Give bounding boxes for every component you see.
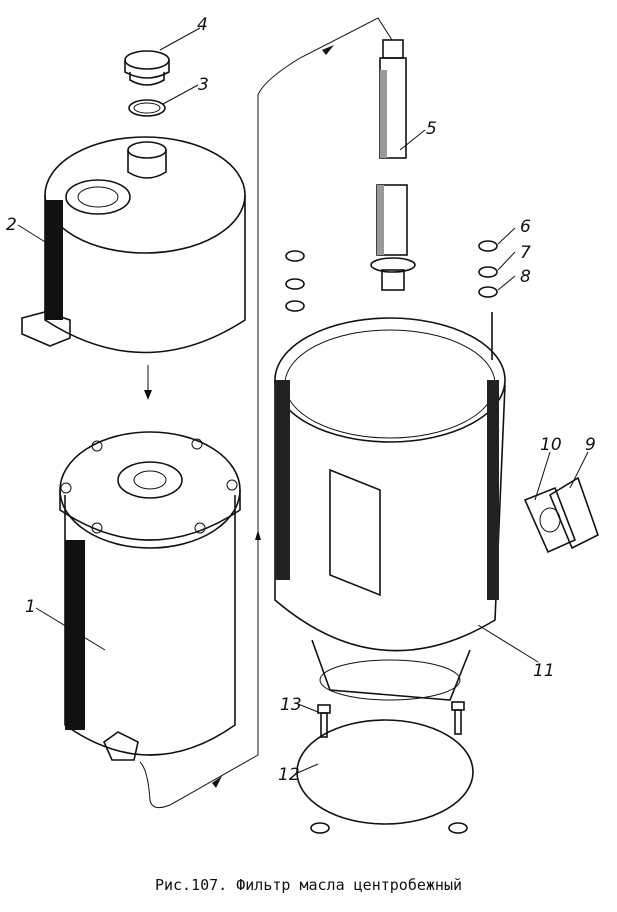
- part-7-lock-washer: [478, 266, 498, 278]
- label-12: 12: [278, 765, 300, 785]
- part-8-washer: [478, 286, 498, 298]
- leader-lines: [17, 27, 589, 775]
- label-4: 4: [197, 15, 208, 35]
- label-10: 10: [540, 435, 562, 455]
- part-2-cover: [21, 136, 246, 354]
- label-13: 13: [280, 695, 302, 715]
- left-fasteners: [285, 250, 305, 312]
- part-3-ring: [128, 99, 166, 117]
- label-7: 7: [520, 243, 531, 263]
- part-13-bolts: [317, 701, 465, 738]
- part-12-plate: [296, 719, 474, 834]
- label-11: 11: [533, 661, 555, 681]
- oil-flow-line: [139, 17, 393, 809]
- label-3: 3: [198, 75, 209, 95]
- part-labels: 4 3 2 1 5 6 7 8 9 10 11 12 13: [6, 15, 596, 785]
- label-8: 8: [520, 267, 531, 287]
- label-9: 9: [585, 435, 596, 455]
- part-6-nut: [478, 240, 498, 252]
- label-6: 6: [520, 217, 531, 237]
- label-2: 2: [6, 215, 17, 235]
- assembly-arrow: [144, 365, 152, 400]
- part-11-rotor: [274, 312, 506, 701]
- part-1-housing: [59, 431, 241, 761]
- label-5: 5: [426, 119, 437, 139]
- figure-caption: Рис.107. Фильтр масла центробежный: [154, 876, 463, 894]
- part-4-plug: [124, 50, 170, 86]
- part-5-shaft: [370, 39, 416, 291]
- part-9-bracket: [548, 476, 599, 550]
- label-1: 1: [25, 597, 36, 617]
- part-10-gasket: [523, 486, 577, 554]
